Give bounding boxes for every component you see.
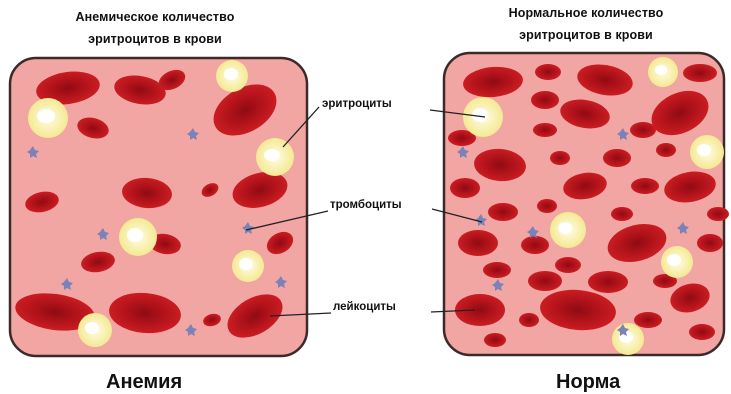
red-blood-cell (458, 230, 498, 256)
white-blood-cell (550, 212, 586, 248)
white-blood-cell (232, 250, 264, 282)
white-blood-cell (256, 138, 294, 176)
red-blood-cell (484, 333, 506, 347)
red-blood-cell (450, 178, 480, 198)
red-blood-cell (603, 149, 631, 167)
white-blood-cell (28, 98, 68, 138)
red-blood-cell (488, 203, 518, 221)
red-blood-cell (550, 151, 570, 165)
red-blood-cell (537, 199, 557, 213)
anemia-panel (10, 58, 307, 356)
red-blood-cell (533, 123, 557, 137)
anemia-caption: Анемия (106, 371, 182, 394)
red-blood-cell (555, 257, 581, 273)
red-blood-cell (528, 271, 562, 291)
label-erythrocytes: эритроциты (322, 98, 392, 110)
normal-panel (444, 53, 729, 355)
red-blood-cell (631, 178, 659, 194)
red-blood-cell (519, 313, 539, 327)
white-blood-cell (648, 57, 678, 87)
red-blood-cell (689, 324, 715, 340)
normal-caption: Норма (556, 371, 620, 394)
red-blood-cell (521, 236, 549, 254)
white-blood-cell (612, 323, 644, 355)
red-blood-cell (535, 64, 561, 80)
red-blood-cell (531, 91, 559, 109)
white-blood-cell (78, 313, 112, 347)
label-platelets: тромбоциты (330, 199, 402, 211)
red-blood-cell (611, 207, 633, 221)
red-blood-cell (630, 122, 656, 138)
white-blood-cell (119, 218, 157, 256)
red-blood-cell (697, 234, 723, 252)
red-blood-cell (588, 271, 628, 293)
white-blood-cell (690, 135, 724, 169)
white-blood-cell (661, 246, 693, 278)
label-leukocytes: лейкоциты (333, 301, 396, 313)
white-blood-cell (216, 60, 248, 92)
red-blood-cell (707, 207, 729, 221)
red-blood-cell (483, 262, 511, 278)
red-blood-cell (634, 312, 662, 328)
red-blood-cell (683, 64, 717, 82)
red-blood-cell (656, 143, 676, 157)
